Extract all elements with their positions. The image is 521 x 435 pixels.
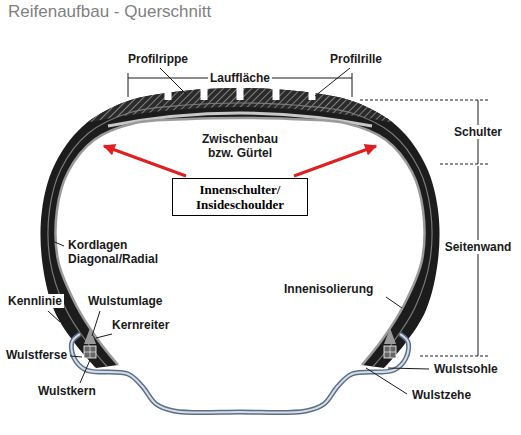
leader-line (92, 311, 100, 336)
sidewall-extension (420, 356, 488, 357)
part-label: Profilrippe (126, 52, 190, 66)
leader-line (315, 68, 350, 96)
bead-core (84, 346, 96, 358)
bracket-tick (352, 73, 353, 97)
part-label: Wulstferse (4, 348, 69, 362)
leader-line (366, 368, 407, 394)
bead-core-grid (84, 352, 96, 353)
tire-body (40, 88, 439, 368)
leader-line (160, 68, 186, 94)
bracket-tick (128, 73, 129, 97)
bead-filler (384, 328, 396, 344)
leader-line (50, 240, 64, 246)
part-label: Kordlagen Diagonal/Radial (66, 238, 164, 266)
part-label: Seitenwand (443, 240, 514, 254)
leader-line (70, 356, 82, 357)
title: Reifenaufbau - Querschnitt (8, 2, 211, 22)
rim (71, 334, 408, 413)
part-label: Kernreiter (110, 318, 171, 332)
leader-line (388, 368, 429, 369)
tread-groove (201, 82, 208, 100)
leader-line (48, 311, 60, 322)
bead-core-grid (384, 352, 396, 353)
inner-liner (56, 118, 425, 365)
pointer-arrow (104, 146, 186, 176)
bead-core (384, 346, 396, 358)
shoulder-extension (440, 164, 488, 165)
tread-groove (273, 82, 280, 100)
callout-text: Innenschulter/ Insideschoulder (180, 182, 300, 212)
cord-layer (48, 103, 432, 367)
shoulder-extension (360, 100, 488, 101)
pointer-arrow (294, 146, 376, 176)
part-label: Schulter (452, 125, 504, 139)
belt-layer (108, 113, 372, 126)
leader-line (386, 297, 402, 308)
part-label: Innenisolierung (282, 282, 375, 296)
rim-inner (71, 334, 408, 413)
part-label: Wulstumlage (86, 294, 164, 308)
part-label: Wulstsohle (432, 362, 500, 376)
tread-groove (165, 82, 172, 100)
part-label: Profilrille (328, 52, 384, 66)
sidewall-bracket (478, 166, 479, 356)
tread-groove (309, 82, 316, 100)
callout-box: Innenschulter/ Insideschoulder (172, 178, 308, 216)
part-label: Kennlinie (6, 294, 64, 308)
part-label: Wulstzehe (410, 388, 473, 402)
part-label: Lauffläche (208, 71, 272, 85)
part-label: Zwischenbau bzw. Gürtel (196, 132, 284, 160)
part-label: Wulstkern (36, 384, 98, 398)
leader-line (80, 360, 90, 383)
leader-line (96, 334, 112, 338)
